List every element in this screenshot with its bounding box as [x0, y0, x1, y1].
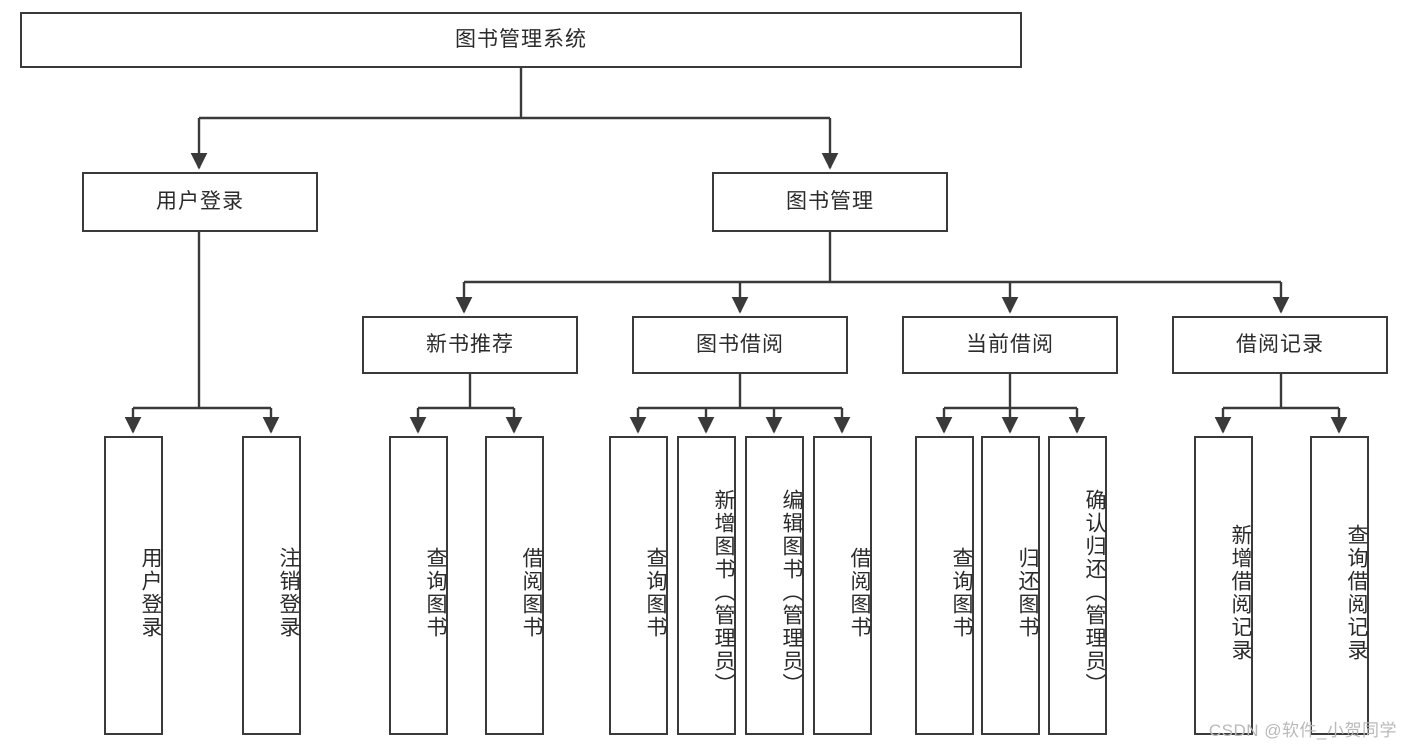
- leaf-user-login-login[interactable]: 用户登录: [104, 436, 163, 735]
- leaf-label: 借阅图书: [848, 546, 871, 639]
- node-root[interactable]: 图书管理系统: [20, 12, 1022, 68]
- node-new-book-recommend[interactable]: 新书推荐: [362, 316, 578, 374]
- node-book-management[interactable]: 图书管理: [712, 172, 948, 232]
- leaf-label: 查询借阅记录: [1345, 523, 1368, 662]
- leaf-label: 新增图书（管理员）: [712, 489, 735, 696]
- leaf-label: 借阅图书: [520, 546, 543, 639]
- leaf-current-confirm-return[interactable]: 确认归还（管理员）: [1048, 436, 1107, 735]
- leaf-current-return-book[interactable]: 归还图书: [981, 436, 1040, 735]
- node-borrow-record[interactable]: 借阅记录: [1172, 316, 1388, 374]
- leaf-label: 查询图书: [644, 546, 667, 639]
- leaf-label: 确认归还（管理员）: [1083, 489, 1106, 696]
- node-current-borrow-label: 当前借阅: [966, 332, 1054, 356]
- leaf-user-login-logout[interactable]: 注销登录: [242, 436, 301, 735]
- node-borrow-record-label: 借阅记录: [1236, 332, 1324, 356]
- leaf-label: 新增借阅记录: [1229, 523, 1252, 662]
- leaf-label: 归还图书: [1016, 546, 1039, 639]
- leaf-label: 查询图书: [424, 546, 447, 639]
- node-book-borrow-label: 图书借阅: [696, 332, 784, 356]
- leaf-label: 查询图书: [950, 546, 973, 639]
- node-book-management-label: 图书管理: [786, 189, 874, 213]
- leaf-borrow-edit-book[interactable]: 编辑图书（管理员）: [745, 436, 804, 735]
- node-current-borrow[interactable]: 当前借阅: [902, 316, 1118, 374]
- leaf-new-book-borrow[interactable]: 借阅图书: [485, 436, 544, 735]
- node-root-label: 图书管理系统: [455, 27, 587, 51]
- leaf-borrow-borrow-book[interactable]: 借阅图书: [813, 436, 872, 735]
- leaf-current-query-book[interactable]: 查询图书: [915, 436, 974, 735]
- leaf-borrow-query-book[interactable]: 查询图书: [609, 436, 668, 735]
- leaf-label: 编辑图书（管理员）: [780, 489, 803, 696]
- leaf-record-query[interactable]: 查询借阅记录: [1310, 436, 1369, 735]
- leaf-new-book-query[interactable]: 查询图书: [389, 436, 448, 735]
- leaf-record-add[interactable]: 新增借阅记录: [1194, 436, 1253, 735]
- node-new-book-recommend-label: 新书推荐: [426, 332, 514, 356]
- watermark: CSDN @软件_小贺同学: [1208, 721, 1397, 740]
- leaf-label: 用户登录: [139, 546, 162, 639]
- leaf-label: 注销登录: [277, 546, 300, 639]
- node-user-login[interactable]: 用户登录: [82, 172, 318, 232]
- leaf-borrow-add-book[interactable]: 新增图书（管理员）: [677, 436, 736, 735]
- node-book-borrow[interactable]: 图书借阅: [632, 316, 848, 374]
- node-user-login-label: 用户登录: [156, 189, 244, 213]
